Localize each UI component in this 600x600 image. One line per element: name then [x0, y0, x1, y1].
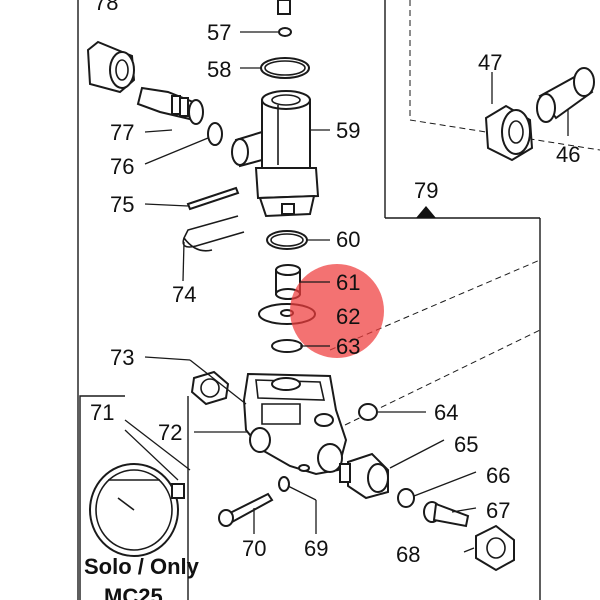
- part-66-oring: [397, 488, 415, 508]
- label-74: 74: [172, 282, 196, 307]
- inset-box: [79, 395, 189, 600]
- part-78-nut: [86, 40, 136, 94]
- part-46-barb: [536, 67, 595, 123]
- inset-solo-only: Solo / Only: [84, 554, 200, 579]
- part-65-fitting: [339, 452, 389, 500]
- label-70: 70: [242, 536, 266, 561]
- part-77-fitting: [136, 86, 204, 125]
- label-58: 58: [207, 57, 231, 82]
- label-69: 69: [304, 536, 328, 561]
- label-61: 61: [336, 270, 360, 295]
- label-79: 79: [414, 178, 438, 203]
- diagram-frame: [77, 0, 600, 600]
- part-73-plug: [190, 370, 230, 406]
- label-57: 57: [207, 20, 231, 45]
- label-64: 64: [434, 400, 458, 425]
- part-47-nut: [484, 104, 534, 162]
- label-63: 63: [336, 334, 360, 359]
- part-71-gauge: [89, 463, 185, 557]
- label-66: 66: [486, 463, 510, 488]
- label-46: 46: [556, 142, 580, 167]
- part-70-screw: [218, 492, 274, 527]
- label-60: 60: [336, 227, 360, 252]
- part-69-washer: [278, 476, 290, 492]
- label-71: 71: [90, 400, 114, 425]
- part-67-nozzle: [423, 501, 470, 528]
- part-68-nut: [475, 524, 515, 572]
- label-77: 77: [110, 120, 134, 145]
- label-76: 76: [110, 154, 134, 179]
- label-72: 72: [158, 420, 182, 445]
- label-68: 68: [396, 542, 420, 567]
- part-63-oring: [271, 339, 303, 353]
- label-67: 67: [486, 498, 510, 523]
- part-59-valve: [231, 90, 320, 218]
- label-78: 78: [94, 0, 118, 15]
- part-75-pin: [186, 186, 240, 211]
- label-62: 62: [336, 304, 360, 329]
- part-76-oring: [207, 122, 223, 146]
- label-65: 65: [454, 432, 478, 457]
- highlight-circle: [290, 264, 384, 358]
- part-labels: 78 57 58 47 77 59 76 46 79 75 60 74 61 6…: [90, 0, 580, 567]
- label-75: 75: [110, 192, 134, 217]
- label-73: 73: [110, 345, 134, 370]
- triangle-79-icon: [416, 206, 436, 218]
- label-47: 47: [478, 50, 502, 75]
- part-64-oring: [358, 403, 378, 421]
- part-57-pin: [277, 0, 292, 37]
- part-74-clip: [182, 215, 245, 252]
- leader-lines: [124, 31, 569, 553]
- inset-model: MC25: [104, 584, 163, 600]
- label-59: 59: [336, 118, 360, 143]
- part-72-pump-body: [242, 372, 348, 476]
